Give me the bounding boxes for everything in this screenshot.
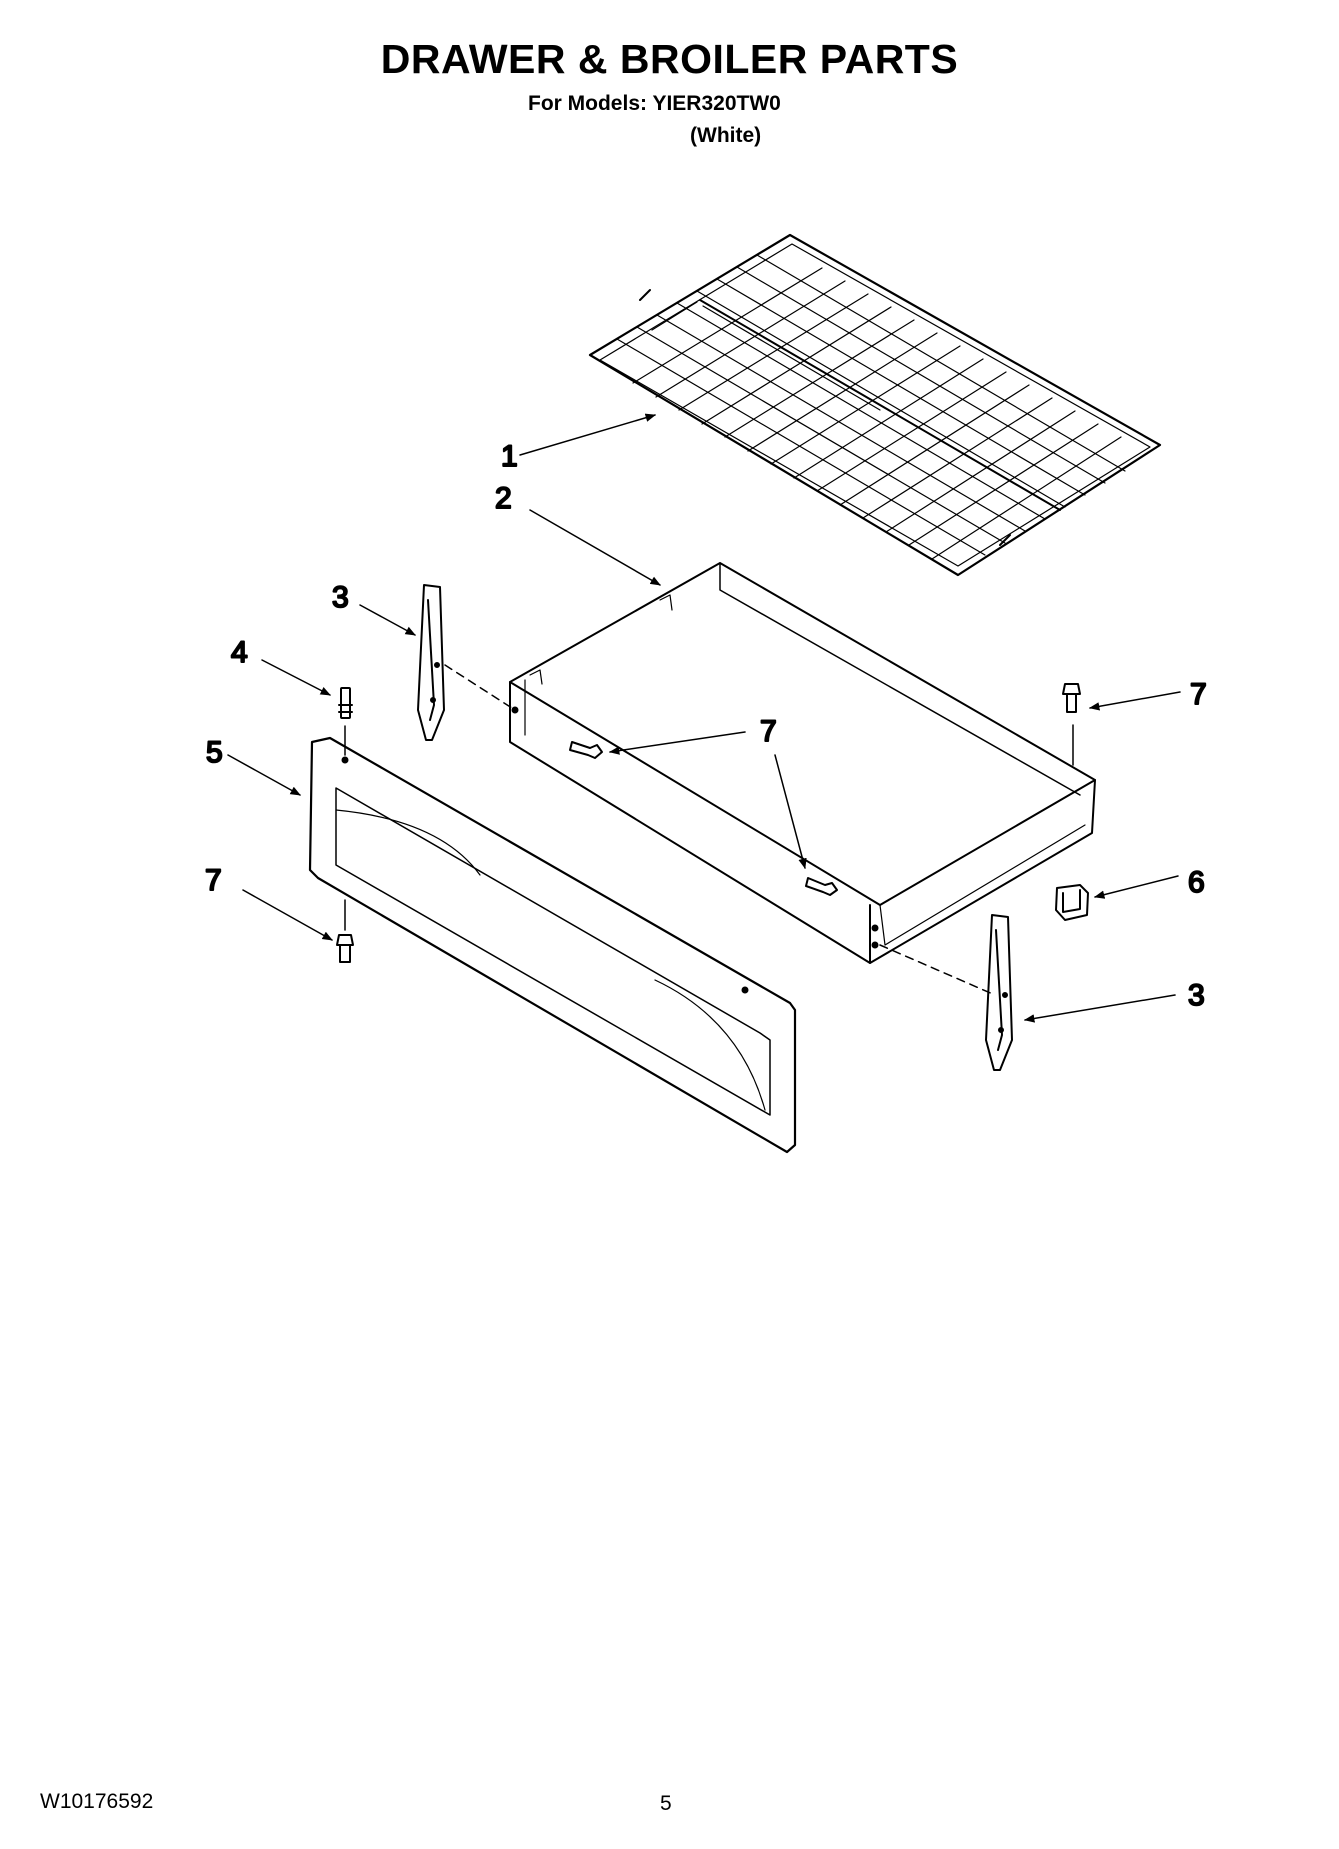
- callout-7-bottom-left: 7: [205, 864, 222, 897]
- glide-left: [417, 584, 445, 741]
- page-number: 5: [660, 1792, 672, 1815]
- callout-1: 1: [501, 440, 518, 473]
- callout-3-left: 3: [332, 581, 349, 614]
- stud: [338, 687, 353, 719]
- screw-center-left: [569, 741, 603, 759]
- models-line: For Models: YIER320TW0: [528, 92, 781, 115]
- stop-clip: [1055, 884, 1089, 921]
- alignment-line-left: [444, 664, 516, 711]
- callout-3-right: 3: [1188, 979, 1205, 1012]
- alignment-line-right: [879, 944, 996, 996]
- callout-2: 2: [495, 482, 512, 515]
- screw-center-right: [805, 877, 838, 896]
- callout-7-center: 7: [760, 715, 777, 748]
- callout-5: 5: [206, 736, 223, 769]
- document-number: W10176592: [40, 1790, 154, 1813]
- callout-4: 4: [231, 636, 248, 669]
- screw-bottom-left: [336, 934, 354, 963]
- broiler-rack: [588, 233, 1162, 577]
- glide-right: [985, 914, 1013, 1071]
- screw-upper-right: [1062, 683, 1081, 713]
- callout-6: 6: [1188, 866, 1205, 899]
- page-title: DRAWER & BROILER PARTS: [380, 36, 959, 82]
- callout-7-upper-right: 7: [1190, 678, 1207, 711]
- leader-lines: [227, 413, 1181, 1023]
- drawer-body: [509, 562, 1096, 964]
- drawer-front: [308, 736, 797, 1154]
- color-variant: (White): [690, 124, 762, 147]
